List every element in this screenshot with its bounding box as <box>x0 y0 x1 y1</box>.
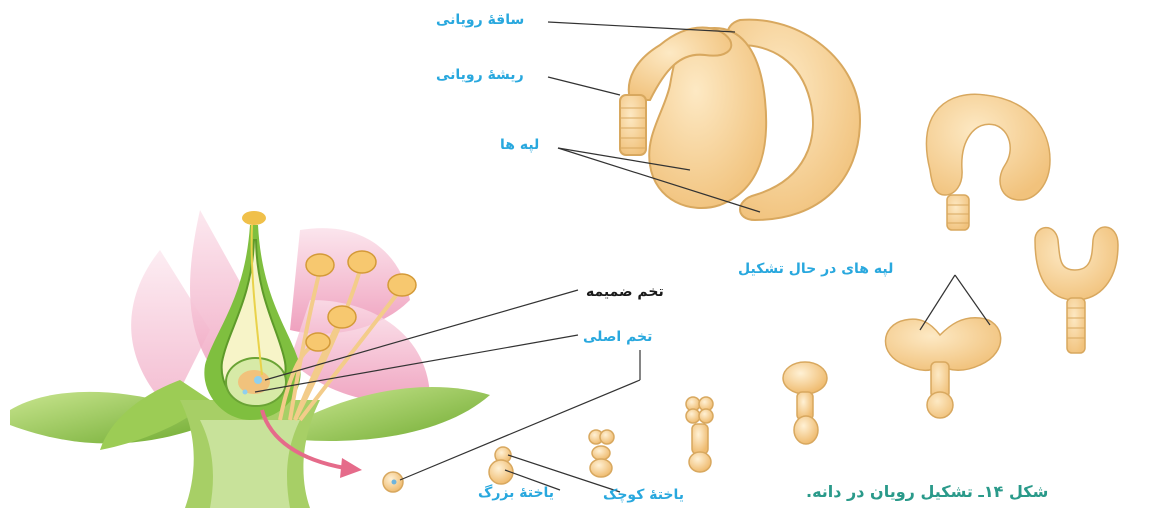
forming-cotyledons-label: لپه های در حال تشکیل <box>738 262 893 276</box>
two-cell-stage <box>489 447 513 484</box>
radicle-label: ریشهٔ رویانی <box>436 68 524 82</box>
mature-embryo <box>620 20 860 220</box>
heart-stage-embryo <box>885 318 1000 418</box>
curved-embryo-medium <box>926 94 1050 230</box>
large-cell-label: یاختهٔ بزرگ <box>478 486 554 500</box>
early-embryo-stage-1 <box>686 397 713 472</box>
cotyledons-label: لپه ها <box>500 138 539 152</box>
zygote-cell <box>383 472 403 492</box>
early-embryo-stage-2 <box>783 362 827 444</box>
torpedo-stage-embryo <box>1035 227 1118 353</box>
zygote-label: تخم اصلی <box>583 330 652 344</box>
flower-illustration <box>10 210 490 508</box>
hypocotyl-label: ساقهٔ رویانی <box>436 13 524 27</box>
figure-caption: شکل ۱۴ـ تشکیل رویان در دانه. <box>806 484 1048 500</box>
small-cell-label: یاختهٔ کوچک <box>603 488 684 502</box>
endosperm-label: تخم ضمیمه <box>586 285 664 299</box>
four-cell-stage <box>589 430 614 477</box>
